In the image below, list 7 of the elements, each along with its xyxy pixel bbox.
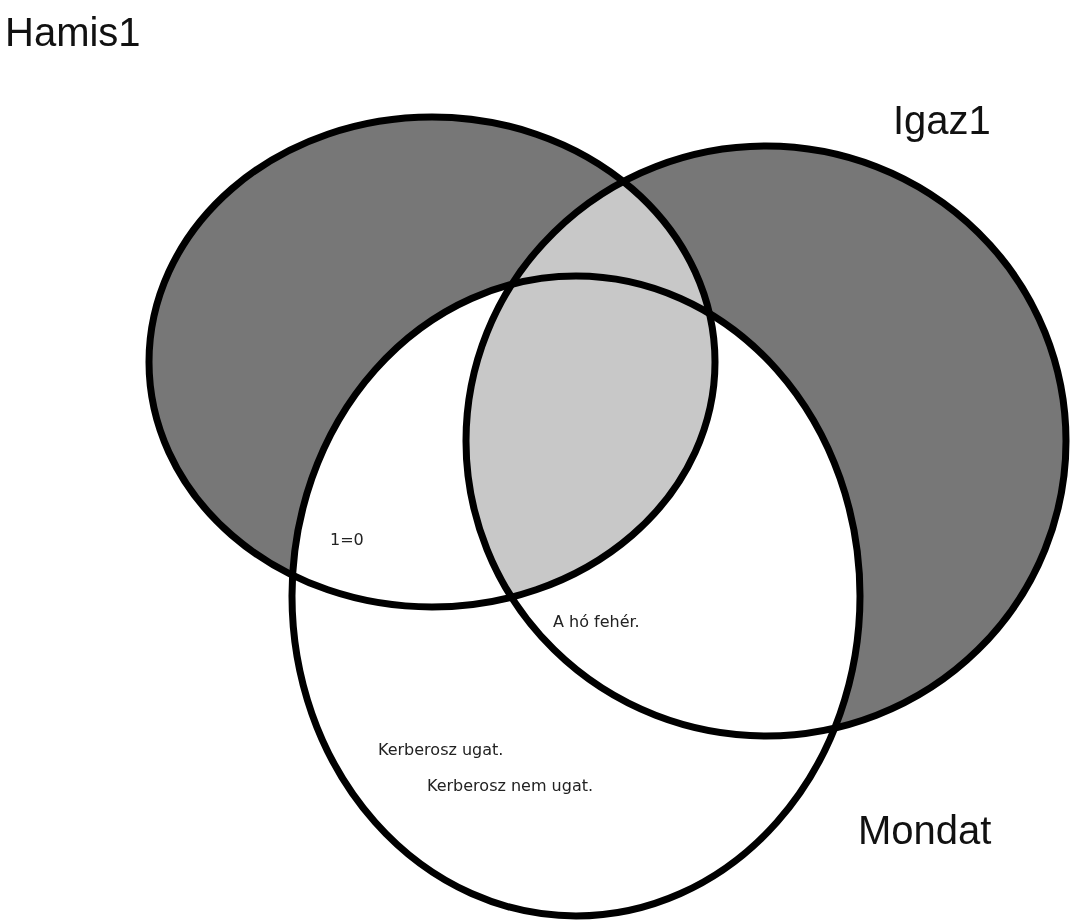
set-label: Hamis1 bbox=[5, 12, 141, 52]
region-text: Kerberosz nem ugat. bbox=[427, 776, 594, 796]
set-label: Igaz1 bbox=[893, 100, 991, 140]
set-label: Mondat bbox=[858, 810, 992, 850]
region-text: Kerberosz ugat. bbox=[378, 740, 504, 760]
region-text: A hó fehér. bbox=[553, 612, 640, 632]
region-text: 1=0 bbox=[330, 530, 364, 550]
